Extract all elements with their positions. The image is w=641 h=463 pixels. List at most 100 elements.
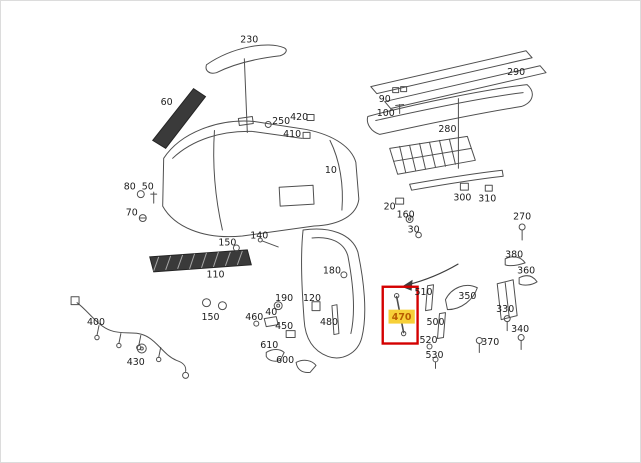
- flap-360-icon: [518, 275, 538, 286]
- clip-410-icon: [302, 131, 311, 139]
- part-110-reinforcement-bar: [149, 249, 252, 273]
- svg-text:140: 140: [250, 230, 268, 241]
- strip-480-icon: [331, 304, 340, 336]
- svg-text:20: 20: [384, 202, 396, 213]
- bolt-340-icon: [517, 334, 525, 342]
- part-label-290: 290: [507, 67, 525, 78]
- svg-text:600: 600: [276, 355, 294, 366]
- part-label-310: 310: [478, 194, 496, 205]
- part-label-360: 360: [517, 265, 535, 276]
- flap-610-icon: [265, 348, 285, 362]
- svg-text:380: 380: [505, 249, 523, 260]
- svg-text:150: 150: [218, 237, 236, 248]
- svg-text:150: 150: [201, 312, 219, 323]
- svg-text:30: 30: [408, 224, 420, 235]
- svg-text:350: 350: [458, 291, 476, 302]
- bracket-40-icon: [263, 316, 279, 328]
- bracket-310-icon: [484, 184, 493, 192]
- part-corner-piece: [301, 228, 366, 359]
- svg-text:180: 180: [323, 265, 341, 276]
- svg-text:250: 250: [272, 116, 290, 127]
- part-label-460: 460: [245, 312, 263, 323]
- svg-text:50: 50: [142, 182, 154, 193]
- part-label-230: 230: [240, 34, 258, 45]
- part-label-120: 120: [303, 293, 321, 304]
- part-label-420: 420: [290, 112, 308, 123]
- part-label-190: 190: [275, 293, 293, 304]
- part-label-330: 330: [496, 304, 514, 315]
- part-label-430: 430: [127, 357, 145, 368]
- part-label-20: 20: [384, 202, 396, 213]
- svg-text:280: 280: [438, 124, 456, 135]
- part-label-80: 80: [124, 182, 136, 193]
- part-label-250: 250: [272, 116, 290, 127]
- part-label-280: 280: [438, 124, 456, 135]
- part-label-270: 270: [513, 212, 531, 223]
- svg-text:70: 70: [126, 208, 138, 219]
- svg-text:430: 430: [127, 357, 145, 368]
- clip-180-icon: [340, 271, 348, 279]
- svg-text:410: 410: [283, 129, 301, 140]
- sensor-150-lower-icon: [202, 298, 211, 308]
- part-60-dark-strip: [151, 87, 207, 150]
- part-label-160: 160: [397, 210, 415, 221]
- bracket-300-icon: [459, 182, 469, 191]
- part-label-110: 110: [206, 269, 224, 280]
- flap-600-icon: [295, 359, 317, 374]
- part-label-150-upper: 150: [218, 237, 236, 248]
- flap-350-icon: [444, 284, 478, 311]
- part-label-350: 350: [458, 291, 476, 302]
- part-label-300: 300: [453, 193, 471, 204]
- svg-text:530: 530: [425, 350, 443, 361]
- part-label-90: 90: [379, 94, 391, 105]
- svg-text:520: 520: [420, 335, 438, 346]
- svg-text:500: 500: [426, 317, 444, 328]
- svg-text:110: 110: [206, 269, 224, 280]
- svg-text:190: 190: [275, 293, 293, 304]
- svg-text:340: 340: [511, 324, 529, 335]
- clip-250-icon: [264, 120, 272, 128]
- bolt-50-icon: [150, 191, 158, 204]
- part-label-600: 600: [276, 355, 294, 366]
- svg-text:400: 400: [87, 317, 105, 328]
- svg-text:610: 610: [260, 340, 278, 351]
- strip-500-icon: [436, 312, 446, 340]
- svg-text:310: 310: [478, 194, 496, 205]
- clip-90-icon: [392, 87, 400, 94]
- svg-text:230: 230: [240, 34, 258, 45]
- part-230-spoiler-strip: [205, 44, 287, 133]
- part-label-40: 40: [265, 307, 277, 318]
- part-10-bumper-cover: [162, 116, 360, 238]
- svg-text:40: 40: [265, 307, 277, 318]
- clip-150-upper-icon: [232, 244, 240, 252]
- sensor-190-icon: [273, 301, 283, 311]
- svg-text:330: 330: [496, 304, 514, 315]
- clip-30-icon: [415, 231, 422, 239]
- pointer-arrowhead: [401, 279, 413, 291]
- part-label-10: 10: [325, 165, 337, 176]
- part-label-30: 30: [408, 224, 420, 235]
- part-label-380: 380: [505, 249, 523, 260]
- svg-text:480: 480: [320, 317, 338, 328]
- fastener-icons: [136, 86, 526, 369]
- part-label-510: 510: [415, 287, 433, 298]
- bracket-20-icon: [395, 197, 405, 205]
- part-label-370: 370: [481, 337, 499, 348]
- svg-text:270: 270: [513, 212, 531, 223]
- part-label-610: 610: [260, 340, 278, 351]
- part-label-480: 480: [320, 317, 338, 328]
- bracket-450-icon: [285, 330, 296, 339]
- svg-text:80: 80: [124, 182, 136, 193]
- svg-text:300: 300: [453, 193, 471, 204]
- part-label-530: 530: [425, 350, 443, 361]
- diagram-artwork: [70, 44, 547, 379]
- svg-text:160: 160: [397, 210, 415, 221]
- pin-140-icon: [261, 240, 279, 248]
- part-label-60: 60: [161, 97, 173, 108]
- svg-text:370: 370: [481, 337, 499, 348]
- part-290-trim-strips: [366, 50, 547, 135]
- svg-text:360: 360: [517, 265, 535, 276]
